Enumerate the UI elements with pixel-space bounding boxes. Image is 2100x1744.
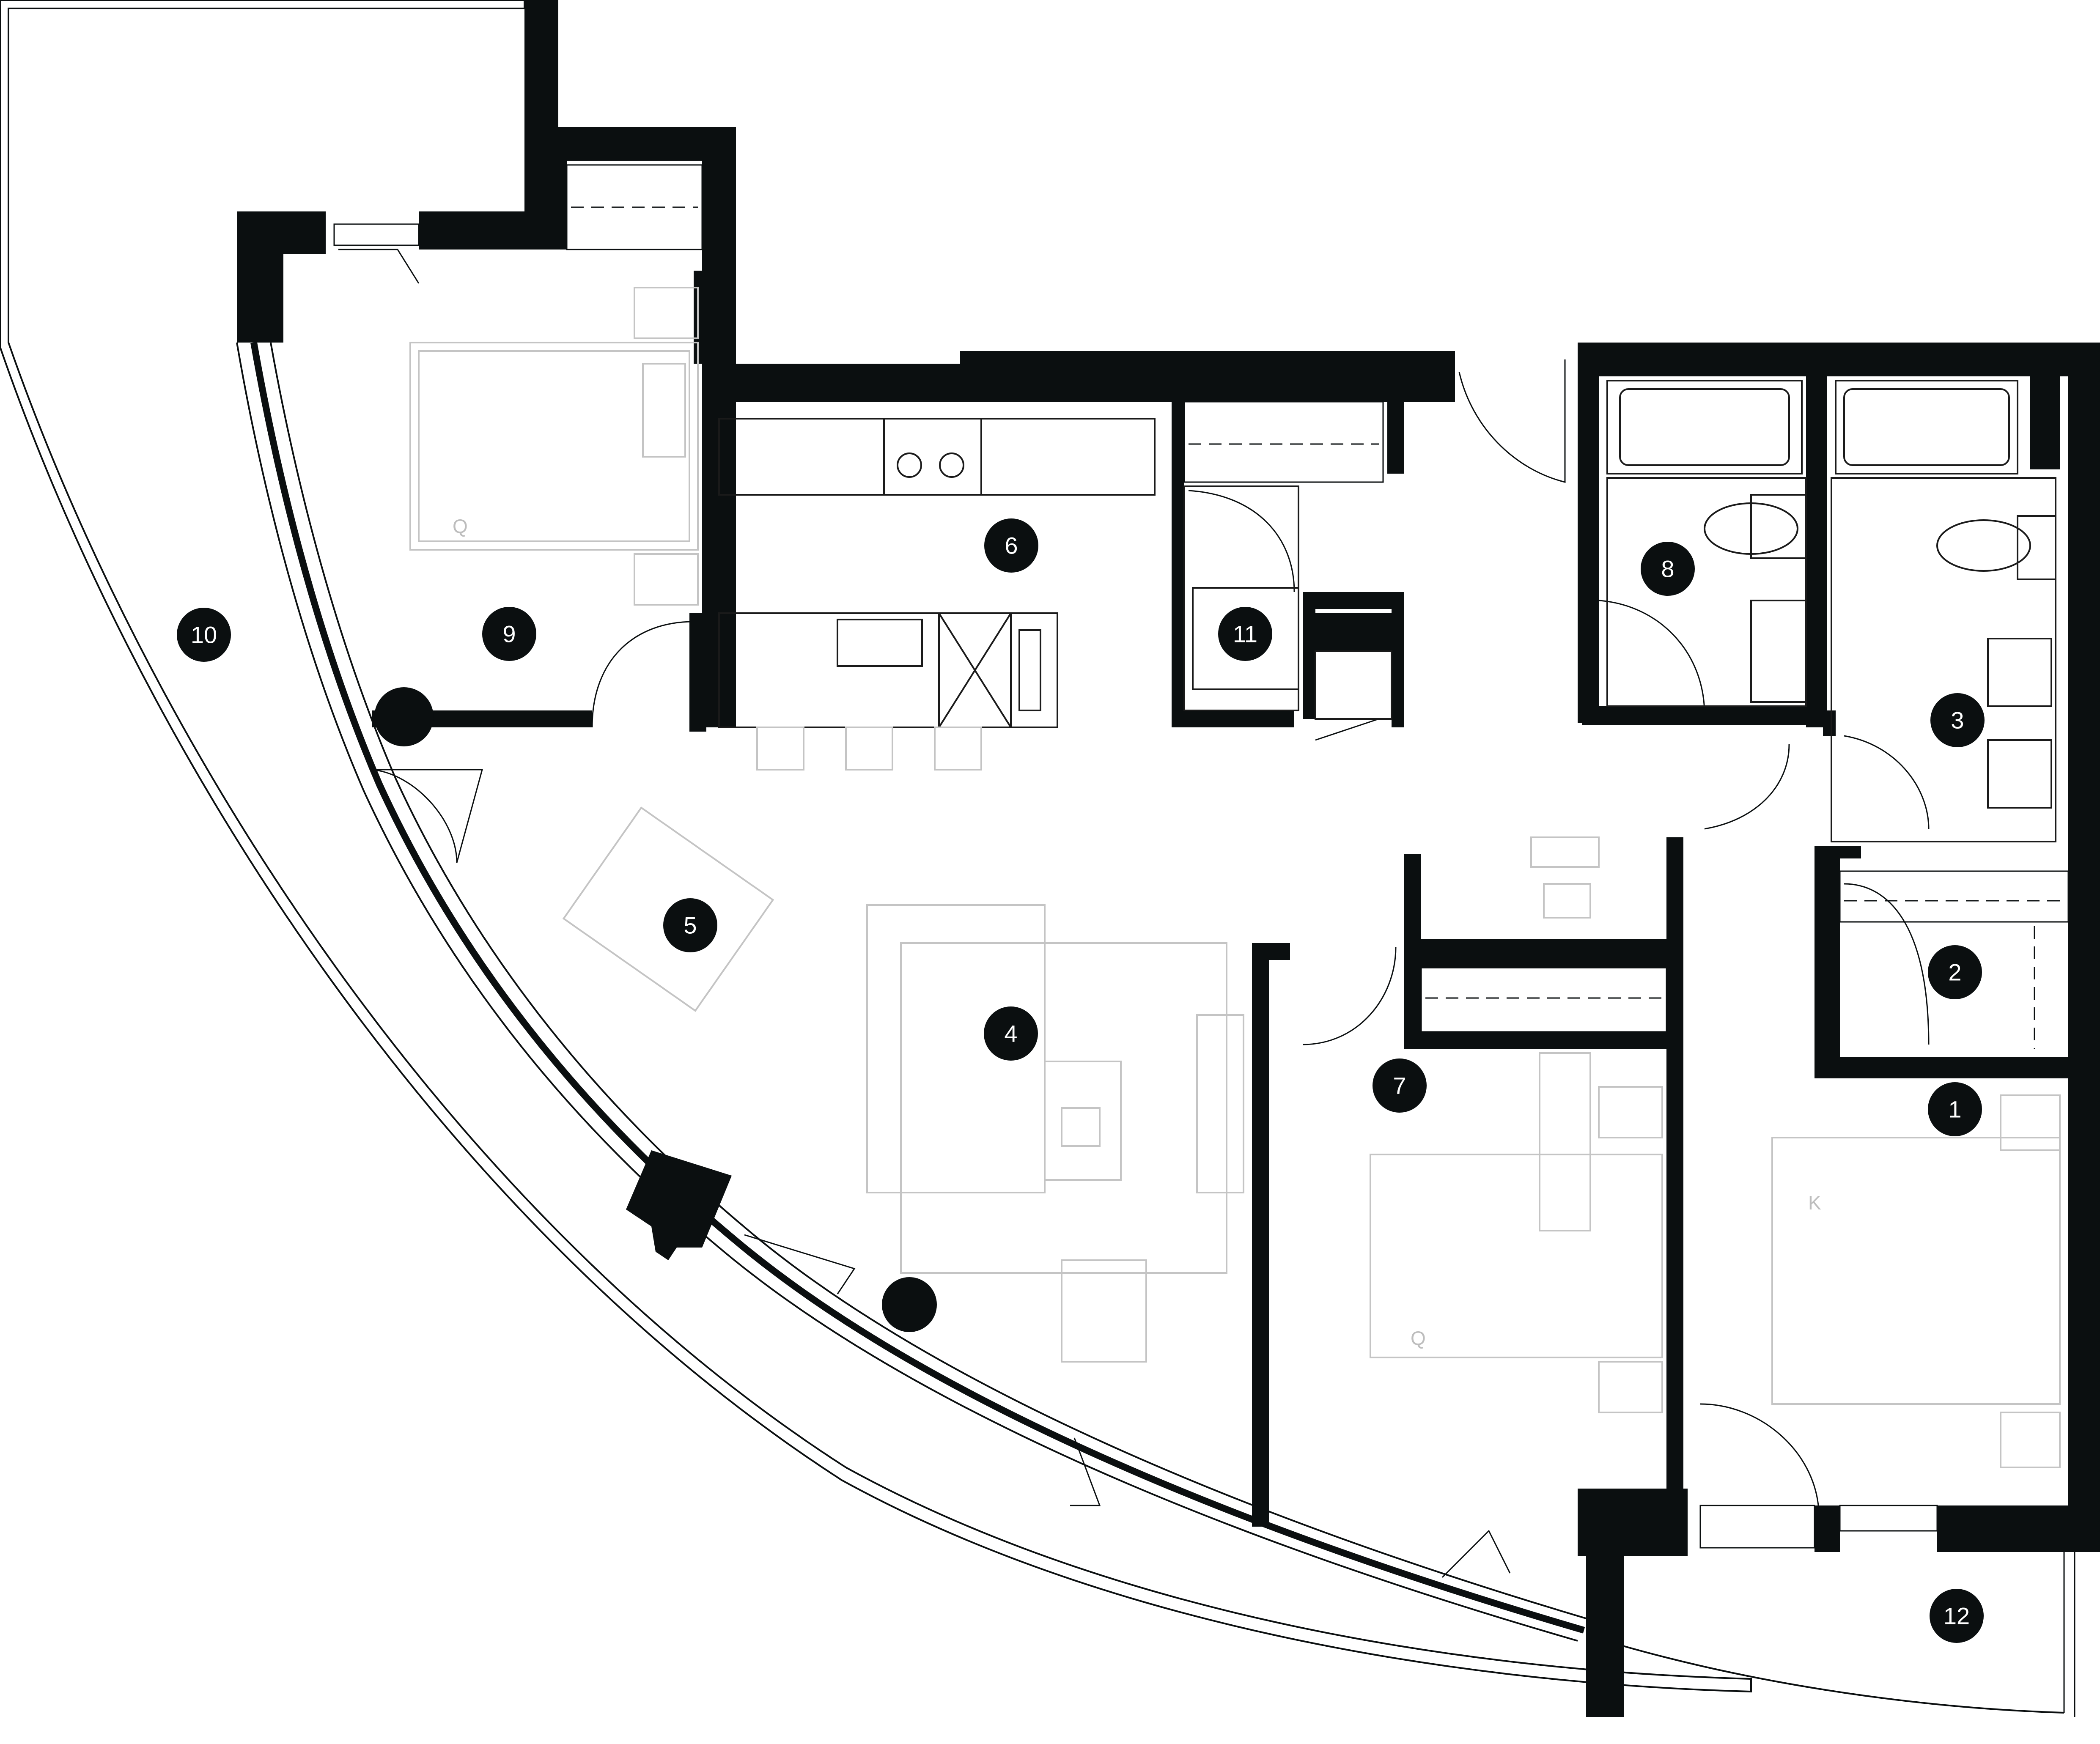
room-marker-6: 6 — [984, 518, 1038, 573]
svg-text:7: 7 — [1393, 1072, 1406, 1099]
svg-text:1: 1 — [1948, 1096, 1961, 1123]
window-wall — [236, 342, 1591, 1642]
window-frames — [333, 223, 1938, 1549]
room-marker-7: 7 — [1373, 1058, 1427, 1113]
room-marker-12: 12 — [1930, 1589, 1984, 1643]
bed-tags: Q Q K — [453, 515, 1821, 1349]
room-marker-11: 11 — [1218, 607, 1272, 661]
svg-text:6: 6 — [1005, 532, 1018, 559]
svg-text:4: 4 — [1004, 1020, 1017, 1047]
room-marker-4: 4 — [984, 1006, 1038, 1061]
room-marker-5: 5 — [663, 898, 717, 952]
svg-text:10: 10 — [191, 622, 217, 648]
walls — [237, 0, 2100, 1717]
laundry-appliances — [1192, 587, 1392, 720]
svg-text:9: 9 — [502, 621, 516, 647]
svg-text:2: 2 — [1948, 959, 1961, 986]
svg-text:3: 3 — [1951, 707, 1964, 734]
bed-tag-master: K — [1808, 1192, 1821, 1214]
bed-tag-bedroom-9: Q — [453, 515, 468, 537]
kitchen — [718, 418, 1156, 728]
room-marker-1: 1 — [1928, 1082, 1982, 1136]
terrace-west-outline — [0, 0, 1752, 1693]
room-marker-10: 10 — [177, 608, 231, 662]
svg-text:5: 5 — [684, 912, 697, 939]
bed-tag-bedroom-7: Q — [1411, 1327, 1426, 1349]
room-marker-2: 2 — [1928, 945, 1982, 999]
svg-text:12: 12 — [1944, 1603, 1970, 1629]
room-marker-8: 8 — [1641, 542, 1695, 596]
room-marker-9: 9 — [482, 607, 536, 661]
room-marker-3: 3 — [1930, 693, 1985, 747]
bath-fixtures — [1606, 380, 2056, 809]
svg-text:11: 11 — [1233, 621, 1257, 647]
closet-rods — [566, 164, 2069, 1049]
svg-text:8: 8 — [1661, 556, 1674, 582]
terrace-south-outline — [1620, 1522, 2075, 1717]
doors — [338, 249, 1930, 1578]
furniture — [409, 287, 2061, 1468]
